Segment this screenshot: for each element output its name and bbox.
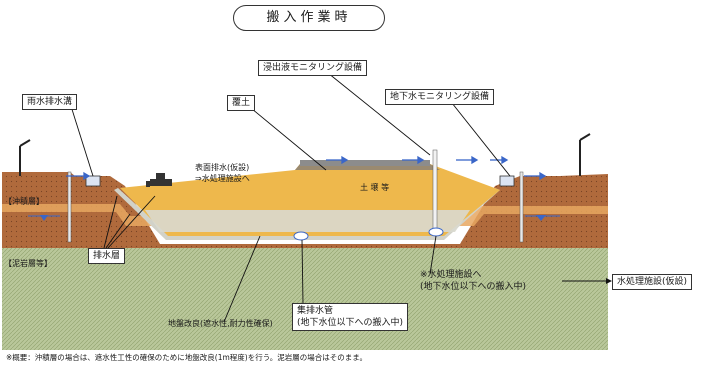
to-water-treatment-label: ⇒水処理施設へ — [195, 174, 250, 183]
rain-ditch-box — [85, 175, 101, 187]
mud-layer-label: 【泥岩層等】 — [4, 259, 52, 268]
alluvial-layer-label: 【沖積層】 — [4, 197, 44, 206]
collection-pipe-label-line2: (地下水位以下への搬入中) — [297, 318, 404, 328]
ground-improvement-label: 地盤改良(遮水性,耐力性確保) — [168, 319, 273, 328]
leachate-pipe — [432, 149, 438, 233]
grey-band — [145, 210, 470, 232]
footnote: ※概要：沖積層の場合は、遮水性工性の確保のために地盤改良(1m程度)を行う。泥岩… — [6, 353, 367, 362]
water-treatment-temp-label: 水処理施設(仮設) — [612, 274, 693, 290]
bulldozer-icon — [146, 173, 172, 187]
collection-pipe-label-line1: 集排水管 — [297, 306, 334, 316]
collection-pipe-label: 集排水管 (地下水位以下への搬入中) — [292, 303, 409, 331]
rain-ditch-label: 雨水排水溝 — [22, 94, 78, 110]
page-title: 搬入作業時 — [233, 5, 385, 31]
groundwater-monitoring-label: 地下水モニタリング設備 — [385, 89, 495, 105]
ditch-box-right — [499, 175, 515, 187]
collection-pipe-1 — [293, 231, 309, 241]
monitoring-well-right — [519, 171, 524, 243]
surface-drain-label: 表面排水(仮設) — [195, 163, 250, 172]
cover-soil-label: 覆土 — [227, 95, 256, 111]
monitoring-well-left — [67, 171, 72, 243]
to-water-facility-label-2: (地下水位以下への搬入中) — [420, 282, 527, 292]
collection-pipe-2 — [428, 227, 444, 237]
drain-layer-label: 排水層 — [88, 248, 126, 264]
leachate-monitoring-label: 浸出液モニタリング設備 — [258, 60, 368, 76]
cover-soil-layer — [300, 160, 430, 166]
to-water-facility-label-1: ※水処理施設へ — [420, 270, 482, 280]
soil-label: 土 壌 等 — [360, 183, 390, 192]
